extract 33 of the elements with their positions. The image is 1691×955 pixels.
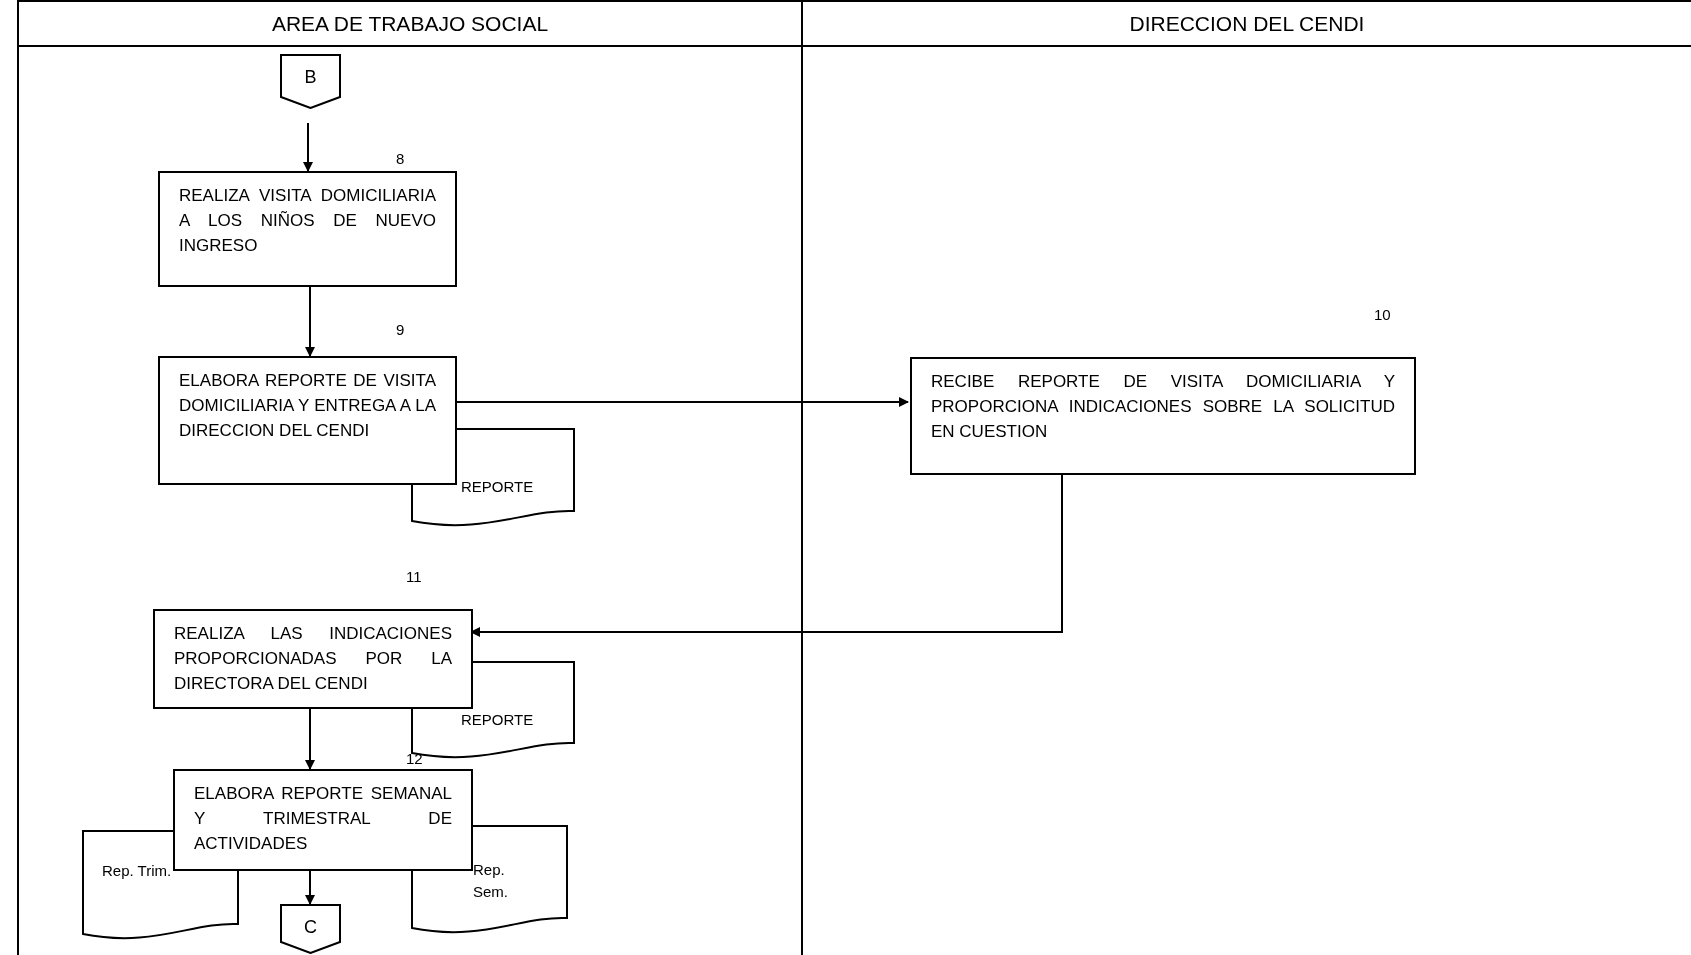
- process-box: [173, 769, 473, 871]
- document-label: Rep. Trim.: [102, 861, 172, 881]
- process-box: [158, 171, 457, 287]
- document-label: Rep. Sem.: [473, 860, 509, 902]
- step-text: RECIBE REPORTE DE VISITA DOMICILIARIA Y PROPORCIONA INDICACIONES SOBRE LA SOLICITUD EN CUESTION: [931, 371, 1395, 443]
- step-number: 12: [406, 751, 423, 766]
- step-text: ELABORA REPORTE DE VISITA DOMICILIARIA Y ENTREGA A LA DIRECCION DEL CENDI: [179, 370, 436, 442]
- swimlane: [801, 0, 1691, 955]
- step-number: 8: [396, 151, 405, 166]
- document-label: REPORTE: [461, 710, 531, 730]
- step-number: 11: [406, 569, 422, 584]
- process-box: [910, 357, 1416, 475]
- step-number: 9: [396, 322, 405, 337]
- flow-arrow: [303, 122, 313, 172]
- step-text: REALIZA VISITA DOMICILIARIA A LOS NIÑOS DE NUEVO INGRESO: [179, 185, 436, 257]
- flow-arrow: [305, 708, 315, 770]
- process-box: [153, 609, 473, 709]
- step-text: REALIZA LAS INDICACIONES PROPORCIONADAS POR LA DIRECTORA DEL CENDI: [174, 623, 452, 695]
- connector-letter: C: [304, 916, 317, 939]
- document-label: REPORTE: [461, 477, 531, 497]
- flow-arrow: [305, 286, 315, 357]
- flow-arrow: [305, 870, 315, 905]
- connector-letter: B: [304, 66, 317, 89]
- flow-arrow: [454, 397, 909, 407]
- lane-heading: AREA DE TRABAJO SOCIAL: [271, 10, 549, 37]
- off-page-connector: [280, 54, 341, 109]
- step-number: 10: [1374, 307, 1391, 322]
- flow-arrow: [470, 474, 1063, 637]
- lane-heading: DIRECCION DEL CENDI: [1129, 10, 1365, 37]
- swimlane: [17, 0, 801, 955]
- step-text: ELABORA REPORTE SEMANAL Y TRIMESTRAL DE ACTIVIDADES: [194, 783, 452, 855]
- off-page-connector: [280, 904, 341, 954]
- process-box: [158, 356, 457, 485]
